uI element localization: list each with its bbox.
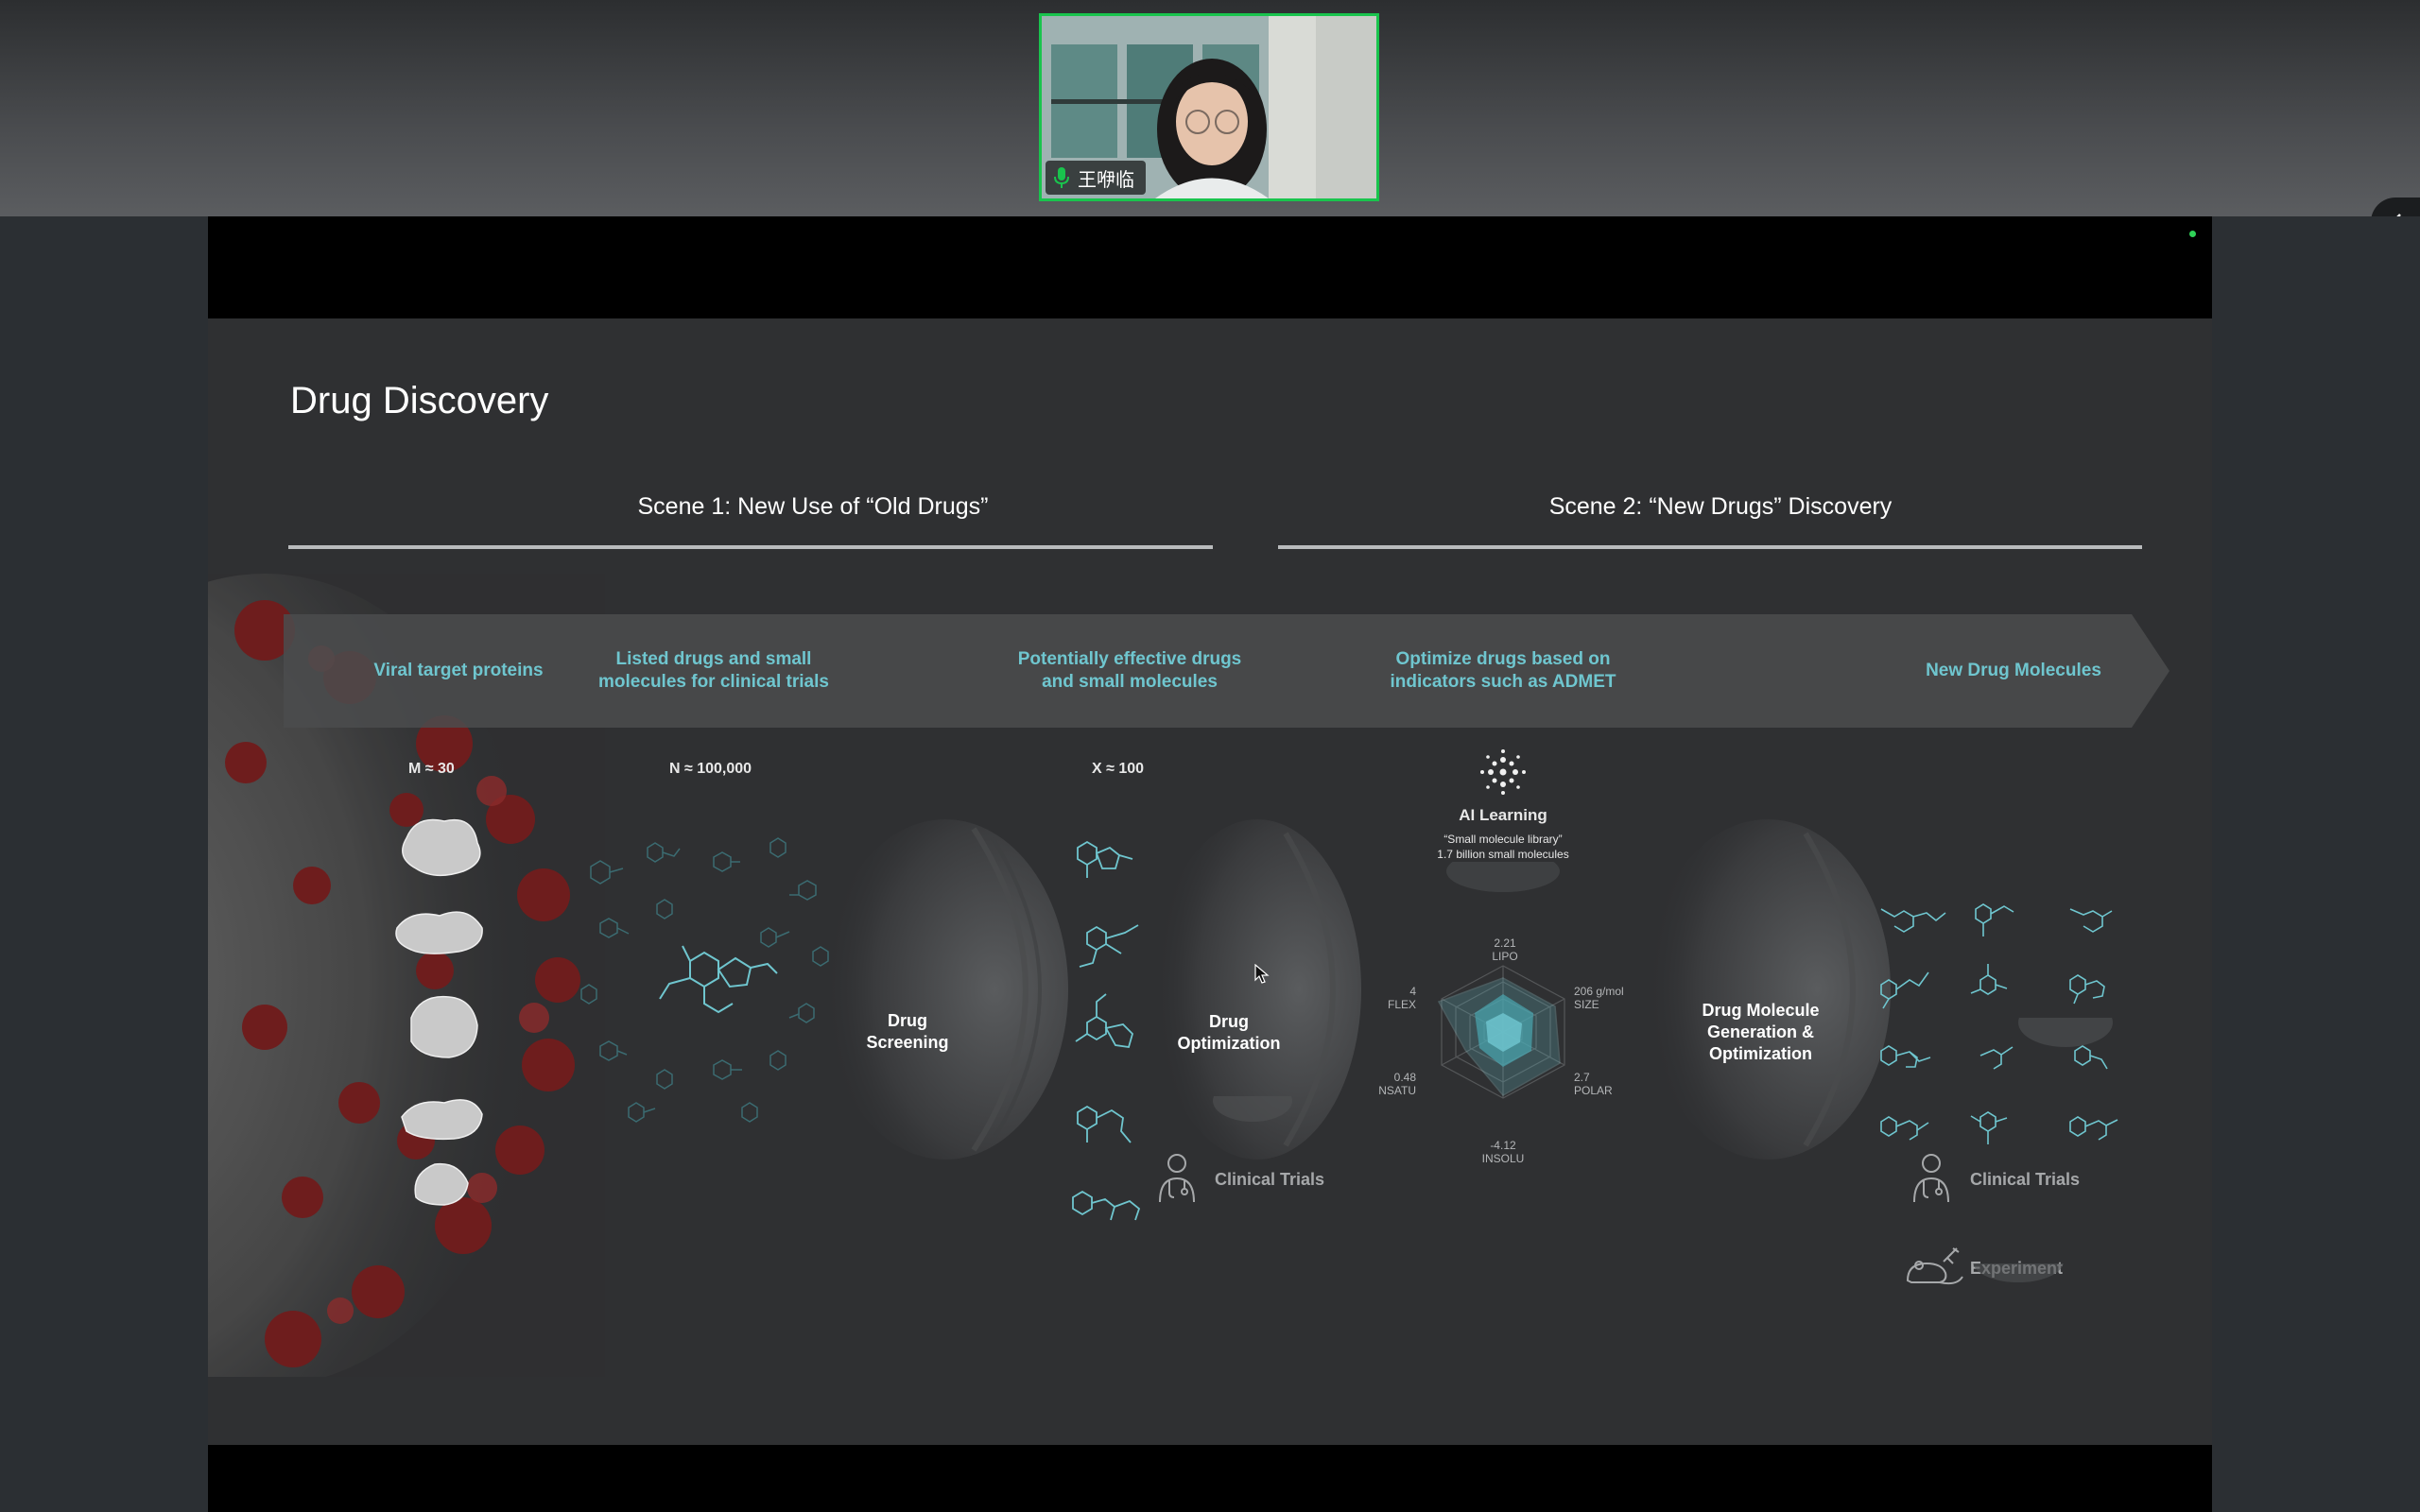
count-m: M ≈ 30 <box>408 761 455 777</box>
ai-library-line-1: “Small molecule library” <box>1443 833 1563 846</box>
radar-size-value: 206 g/mol <box>1574 985 1624 998</box>
drug-optimization-line-1: Drug <box>1209 1012 1249 1031</box>
clinical-glow-2 <box>1973 1263 2064 1282</box>
radar-lipo-value: 2.21 <box>1494 936 1516 950</box>
new-molecules-grid <box>1880 903 2118 1144</box>
participant-video-tile[interactable]: 王咿临 <box>1039 13 1379 201</box>
radar-nsatu: 0.48 NSATU <box>1378 1071 1416 1097</box>
stage-optimize-line-2: indicators such as ADMET <box>1390 672 1616 692</box>
right-gutter <box>2212 216 2420 1512</box>
radar-flex-value: 4 <box>1409 985 1416 998</box>
drug-screening-line-2: Screening <box>866 1033 949 1052</box>
count-x: X ≈ 100 <box>1092 761 1145 777</box>
drug-screening-label: Drug Screening <box>851 1010 964 1054</box>
drug-generation-line-3: Optimization <box>1709 1044 1812 1063</box>
molecule-cloud <box>580 837 829 1123</box>
shared-slide: Drug Discovery Scene 1: New Use of “Old … <box>208 318 2212 1445</box>
participant-name: 王咿临 <box>1078 169 1134 191</box>
drug-generation-line-2: Generation & <box>1706 1022 1815 1041</box>
radar-nsatu-value: 0.48 <box>1393 1071 1416 1084</box>
radar-size-label: SIZE <box>1574 998 1599 1011</box>
radar-polar: 2.7 POLAR <box>1574 1071 1613 1097</box>
ai-glow <box>1446 862 1560 892</box>
admet-radar-chart <box>1437 965 1565 1099</box>
lab-mouse-icon <box>1906 1247 1963 1285</box>
drug-optimization-line-2: Optimization <box>1177 1034 1281 1053</box>
generation-lens <box>1654 819 1891 1160</box>
screening-lens <box>832 819 1068 1160</box>
stage-listed-line-2: molecules for clinical trials <box>598 672 829 692</box>
participant-video <box>1042 16 1376 198</box>
radar-insolu-value: -4.12 <box>1490 1139 1516 1152</box>
stage-optimize-line-1: Optimize drugs based on <box>1395 649 1611 669</box>
doctor-icon-2 <box>1913 1154 1949 1203</box>
scene-1-heading: Scene 1: New Use of “Old Drugs” <box>637 493 989 520</box>
left-gutter <box>0 216 208 1512</box>
protein-structures <box>395 818 483 1206</box>
microphone-icon <box>1054 167 1069 188</box>
radar-nsatu-label: NSATU <box>1378 1084 1416 1097</box>
scene-2-heading: Scene 2: “New Drugs” Discovery <box>1548 493 1893 520</box>
doctor-icon <box>1159 1154 1195 1203</box>
stage-optimize: Optimize drugs based on indicators such … <box>1361 648 1645 694</box>
stage-listed-drugs: Listed drugs and small molecules for cli… <box>577 648 851 694</box>
optimization-lens <box>1163 819 1361 1160</box>
drug-screening-line-1: Drug <box>888 1011 927 1030</box>
stage-potential-line-2: and small molecules <box>1042 672 1218 692</box>
scene-2-underline <box>1278 545 2142 549</box>
ai-learning-title: AI Learning <box>1459 806 1547 824</box>
slide-title: Drug Discovery <box>290 380 549 421</box>
radar-lipo-label: LIPO <box>1492 950 1518 963</box>
scene-1-underline <box>288 545 1213 549</box>
experiment-glow <box>2018 1018 2113 1047</box>
candidate-molecules <box>1072 840 1141 1221</box>
stage-listed-line-1: Listed drugs and small <box>615 649 812 669</box>
clinical-glow-1 <box>1213 1096 1292 1122</box>
drug-generation-label: Drug Molecule Generation & Optimization <box>1683 1000 1839 1065</box>
drug-optimization-label: Drug Optimization <box>1172 1011 1286 1055</box>
mouse-cursor-icon <box>1254 964 1270 984</box>
drug-generation-line-1: Drug Molecule <box>1702 1001 1820 1020</box>
radar-flex-label: FLEX <box>1387 998 1416 1011</box>
clinical-trials-label-2: Clinical Trials <box>1970 1170 2081 1189</box>
stage-viral-targets: Viral target proteins <box>373 661 544 680</box>
ai-network-icon <box>1480 749 1526 795</box>
count-n: N ≈ 100,000 <box>669 761 752 777</box>
radar-lipo: 2.21 LIPO <box>1486 936 1524 963</box>
ai-library-line-2: 1.7 billion small molecules <box>1437 848 1569 861</box>
radar-polar-label: POLAR <box>1574 1084 1613 1097</box>
clinical-trials-label-1: Clinical Trials <box>1215 1170 1325 1189</box>
stage-potential-drugs: Potentially effective drugs and small mo… <box>993 648 1267 694</box>
radar-flex: 4 FLEX <box>1378 985 1416 1011</box>
participant-name-tag: 王咿临 <box>1046 161 1146 195</box>
stage-new-molecules: New Drug Molecules <box>1926 661 2101 680</box>
radar-insolu-label: INSOLU <box>1481 1152 1525 1165</box>
stage-potential-line-1: Potentially effective drugs <box>1017 649 1242 669</box>
share-status-dot <box>2189 231 2196 237</box>
radar-polar-value: 2.7 <box>1574 1071 1590 1084</box>
radar-insolu: -4.12 INSOLU <box>1475 1139 1531 1165</box>
pipeline-banner <box>284 614 2169 728</box>
radar-size: 206 g/mol SIZE <box>1574 985 1624 1011</box>
